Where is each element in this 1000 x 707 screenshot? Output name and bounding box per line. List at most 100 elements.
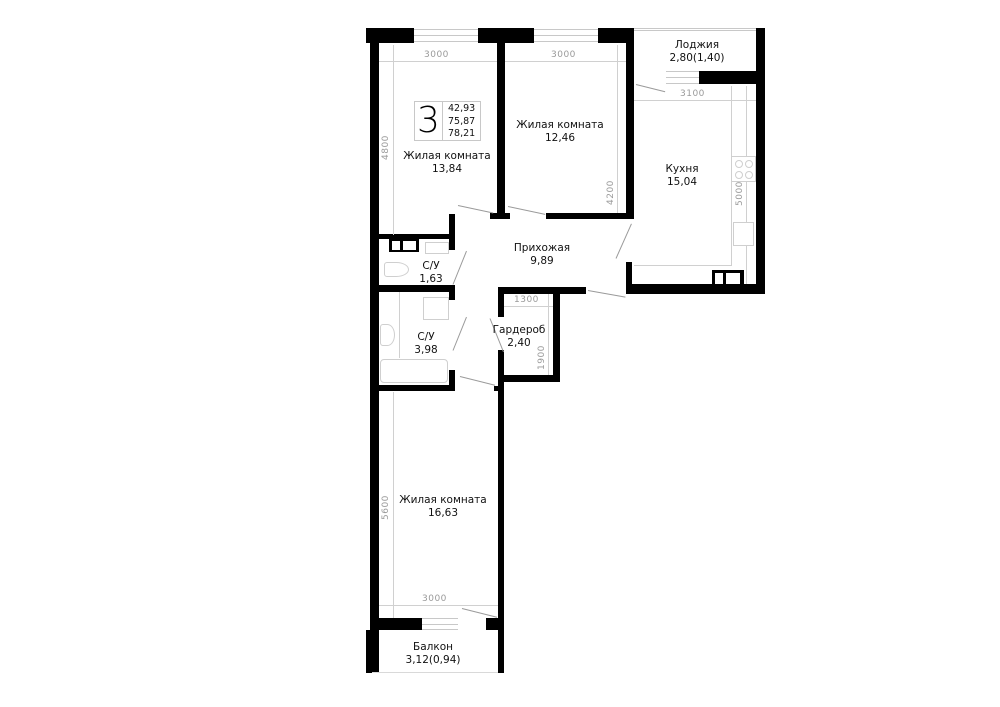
room-name: Гардероб bbox=[492, 324, 546, 336]
room-area: 2,40 bbox=[507, 337, 531, 349]
wall-living3-bottom-left bbox=[370, 618, 422, 630]
room-name: С/У bbox=[417, 331, 435, 343]
dimline-living1-width bbox=[379, 61, 497, 62]
room-label-wc1: С/У 1,63 bbox=[419, 260, 442, 286]
room-label-kitchen: Кухня 15,04 bbox=[665, 163, 698, 189]
dim-kitchen-depth: 5000 bbox=[735, 181, 745, 206]
wall-loggia-right bbox=[756, 28, 765, 294]
total-area-with-balconies: 78,21 bbox=[448, 128, 476, 139]
wc1-vent-1 bbox=[392, 241, 400, 250]
dimline-wardrobe-depth bbox=[548, 294, 549, 375]
room-area: 15,04 bbox=[666, 176, 698, 188]
room-area: 3,98 bbox=[414, 344, 438, 356]
kitchen-vent-2 bbox=[726, 273, 740, 284]
room-label-living2: Жилая комната 12,46 bbox=[516, 119, 603, 145]
window-living2 bbox=[534, 29, 598, 42]
door-living1 bbox=[457, 205, 494, 214]
dimline-living3-depth bbox=[393, 392, 394, 618]
room-name: Жилая комната bbox=[403, 150, 491, 162]
wall-kitchen-top bbox=[699, 71, 765, 84]
wall-wc2-right-lower bbox=[449, 370, 455, 388]
wc1-sink bbox=[425, 242, 449, 254]
wall-living2-bottom bbox=[546, 213, 634, 219]
wc1-toilet bbox=[384, 262, 409, 277]
wall-top-1b bbox=[478, 28, 534, 43]
burner-icon bbox=[745, 171, 753, 179]
dimline-kitchen-depth bbox=[746, 86, 747, 284]
wall-wc2-bottom bbox=[379, 385, 455, 391]
window-kitchen-loggia bbox=[666, 71, 699, 84]
dimline-living3-width bbox=[379, 605, 498, 606]
wall-left-outer bbox=[370, 28, 379, 388]
room-area: 12,46 bbox=[544, 132, 576, 144]
wall-left-outer-lower bbox=[370, 388, 379, 673]
wall-living2-kitchen bbox=[626, 28, 634, 214]
room-area: 16,63 bbox=[427, 507, 459, 519]
dimline-wardrobe-width bbox=[504, 306, 553, 307]
wc1-vent-2 bbox=[403, 241, 416, 250]
room-label-hallway: Прихожая 9,89 bbox=[514, 242, 570, 268]
area-values: 42,93 75,87 78,21 bbox=[443, 102, 480, 140]
wall-kitchen-left-lower bbox=[626, 262, 632, 292]
apartment-badge: 3 42,93 75,87 78,21 bbox=[414, 101, 481, 141]
wall-balcony-right bbox=[498, 630, 502, 673]
room-area: 2,80(1,40) bbox=[669, 52, 725, 64]
kitchen-vent-1 bbox=[715, 273, 723, 284]
wall-balcony-left bbox=[366, 630, 372, 673]
room-name: Жилая комната bbox=[516, 119, 604, 131]
wall-living1-bottom-stub bbox=[490, 213, 510, 219]
room-label-balcony: Балкон 3,12(0,94) bbox=[406, 641, 461, 667]
room-name: Кухня bbox=[665, 163, 699, 175]
wall-top-2b bbox=[598, 28, 634, 43]
wall-wardrobe-bottom bbox=[498, 375, 560, 382]
room-name: С/У bbox=[422, 260, 440, 272]
kitchen-stove bbox=[731, 156, 756, 182]
dimline-living1-depth bbox=[393, 45, 394, 235]
wall-kitchen-bottom bbox=[626, 284, 765, 294]
room-area: 3,12(0,94) bbox=[405, 654, 461, 666]
wall-living3-door-stub bbox=[494, 386, 500, 391]
dim-wardrobe-width: 1300 bbox=[514, 295, 539, 305]
wc2-shower-edge bbox=[399, 292, 400, 358]
room-label-loggia: Лоджия 2,80(1,40) bbox=[670, 39, 725, 65]
burner-icon bbox=[745, 160, 753, 168]
living-area: 42,93 bbox=[448, 103, 476, 114]
dimline-living2-width bbox=[505, 61, 626, 62]
dim-living3-depth: 5600 bbox=[381, 495, 391, 520]
wall-living1-wc1 bbox=[379, 234, 455, 239]
door-living3 bbox=[459, 376, 496, 386]
room-label-wardrobe: Гардероб 2,40 bbox=[493, 324, 546, 350]
room-area: 1,63 bbox=[419, 273, 443, 285]
door-wc1 bbox=[452, 250, 467, 285]
window-living3-balcony bbox=[422, 618, 458, 630]
burner-icon bbox=[735, 160, 743, 168]
wall-wardrobe-left-upper bbox=[498, 287, 504, 317]
room-name: Балкон bbox=[413, 641, 453, 653]
wall-wc1-wc2 bbox=[379, 285, 455, 292]
window-living1 bbox=[414, 29, 478, 42]
dim-living2-depth: 4200 bbox=[606, 180, 616, 205]
room-label-living1: Жилая комната 13,84 bbox=[403, 150, 490, 176]
dim-living1-depth: 4800 bbox=[381, 135, 391, 160]
wall-wc1-right-lower bbox=[449, 285, 455, 300]
wall-top-1a bbox=[366, 28, 414, 43]
dimline-living2-depth bbox=[617, 45, 618, 213]
room-name: Прихожая bbox=[513, 242, 571, 254]
door-kitchen bbox=[615, 223, 632, 259]
dim-living1-width: 3000 bbox=[424, 50, 449, 60]
room-label-living3: Жилая комната 16,63 bbox=[399, 494, 486, 520]
loggia-top-rail bbox=[634, 28, 756, 32]
dimline-kitchen-width bbox=[634, 100, 756, 101]
wall-wardrobe-left-lower bbox=[498, 350, 504, 673]
wall-hall-left-upper bbox=[449, 214, 455, 250]
burner-icon bbox=[735, 171, 743, 179]
door-loggia bbox=[635, 84, 666, 93]
room-label-wc2: С/У 3,98 bbox=[414, 331, 437, 357]
total-area: 75,87 bbox=[448, 115, 476, 127]
kitchen-counter-bottom bbox=[634, 265, 732, 266]
dim-living2-width: 3000 bbox=[551, 50, 576, 60]
rooms-count: 3 bbox=[415, 102, 443, 140]
wall-living1-living2 bbox=[497, 43, 505, 215]
door-living2 bbox=[507, 206, 546, 215]
